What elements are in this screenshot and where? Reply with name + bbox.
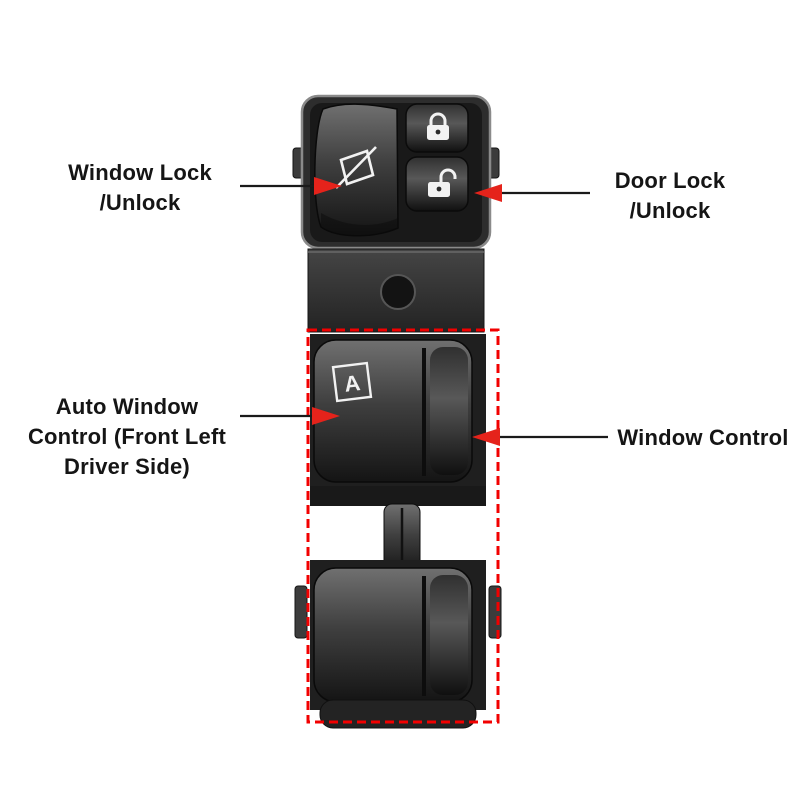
pointer-window-control [472, 428, 608, 446]
label-door-lock: Door Lock /Unlock [588, 166, 752, 226]
mounting-tab [294, 585, 308, 639]
arrowhead-icon [474, 184, 502, 202]
window-lock-button-lip [321, 213, 398, 236]
label-line: Auto Window [55, 394, 199, 419]
bottom-housing [319, 699, 477, 729]
auto-letter: A [343, 370, 362, 397]
arrowhead-icon [314, 177, 342, 195]
label-line: Driver Side) [64, 454, 190, 479]
highlight-dashed-box [306, 328, 500, 724]
padlock-unlocked-icon [428, 168, 457, 197]
pointer-window-lock [240, 177, 342, 195]
switch-assembly: A [292, 94, 502, 729]
rear-window-switch-edge [430, 575, 468, 695]
window-lock-button [314, 103, 399, 237]
label-line: Control (Front Left [27, 424, 227, 449]
screw-hole [380, 274, 416, 310]
label-line: /Unlock [629, 198, 711, 223]
pointer-door-lock [474, 184, 590, 202]
label-window-lock: Window Lock /Unlock [40, 158, 240, 218]
padlock-locked-icon [427, 112, 449, 140]
window-lock-icon [335, 146, 377, 189]
arrowhead-icon [472, 428, 500, 446]
label-line: /Unlock [99, 190, 181, 215]
label-auto-window-control: Auto Window Control (Front Left Driver S… [14, 392, 240, 482]
label-line: Door Lock [614, 168, 726, 193]
label-line: Window Control [617, 425, 789, 450]
pointer-auto-window [240, 407, 340, 425]
switch-channel [310, 486, 486, 506]
auto-window-switch-edge [430, 347, 468, 475]
label-window-control: Window Control [612, 423, 794, 453]
auto-window-icon: A [331, 361, 373, 403]
label-line: Window Lock [68, 160, 212, 185]
arrowhead-icon [312, 407, 340, 425]
